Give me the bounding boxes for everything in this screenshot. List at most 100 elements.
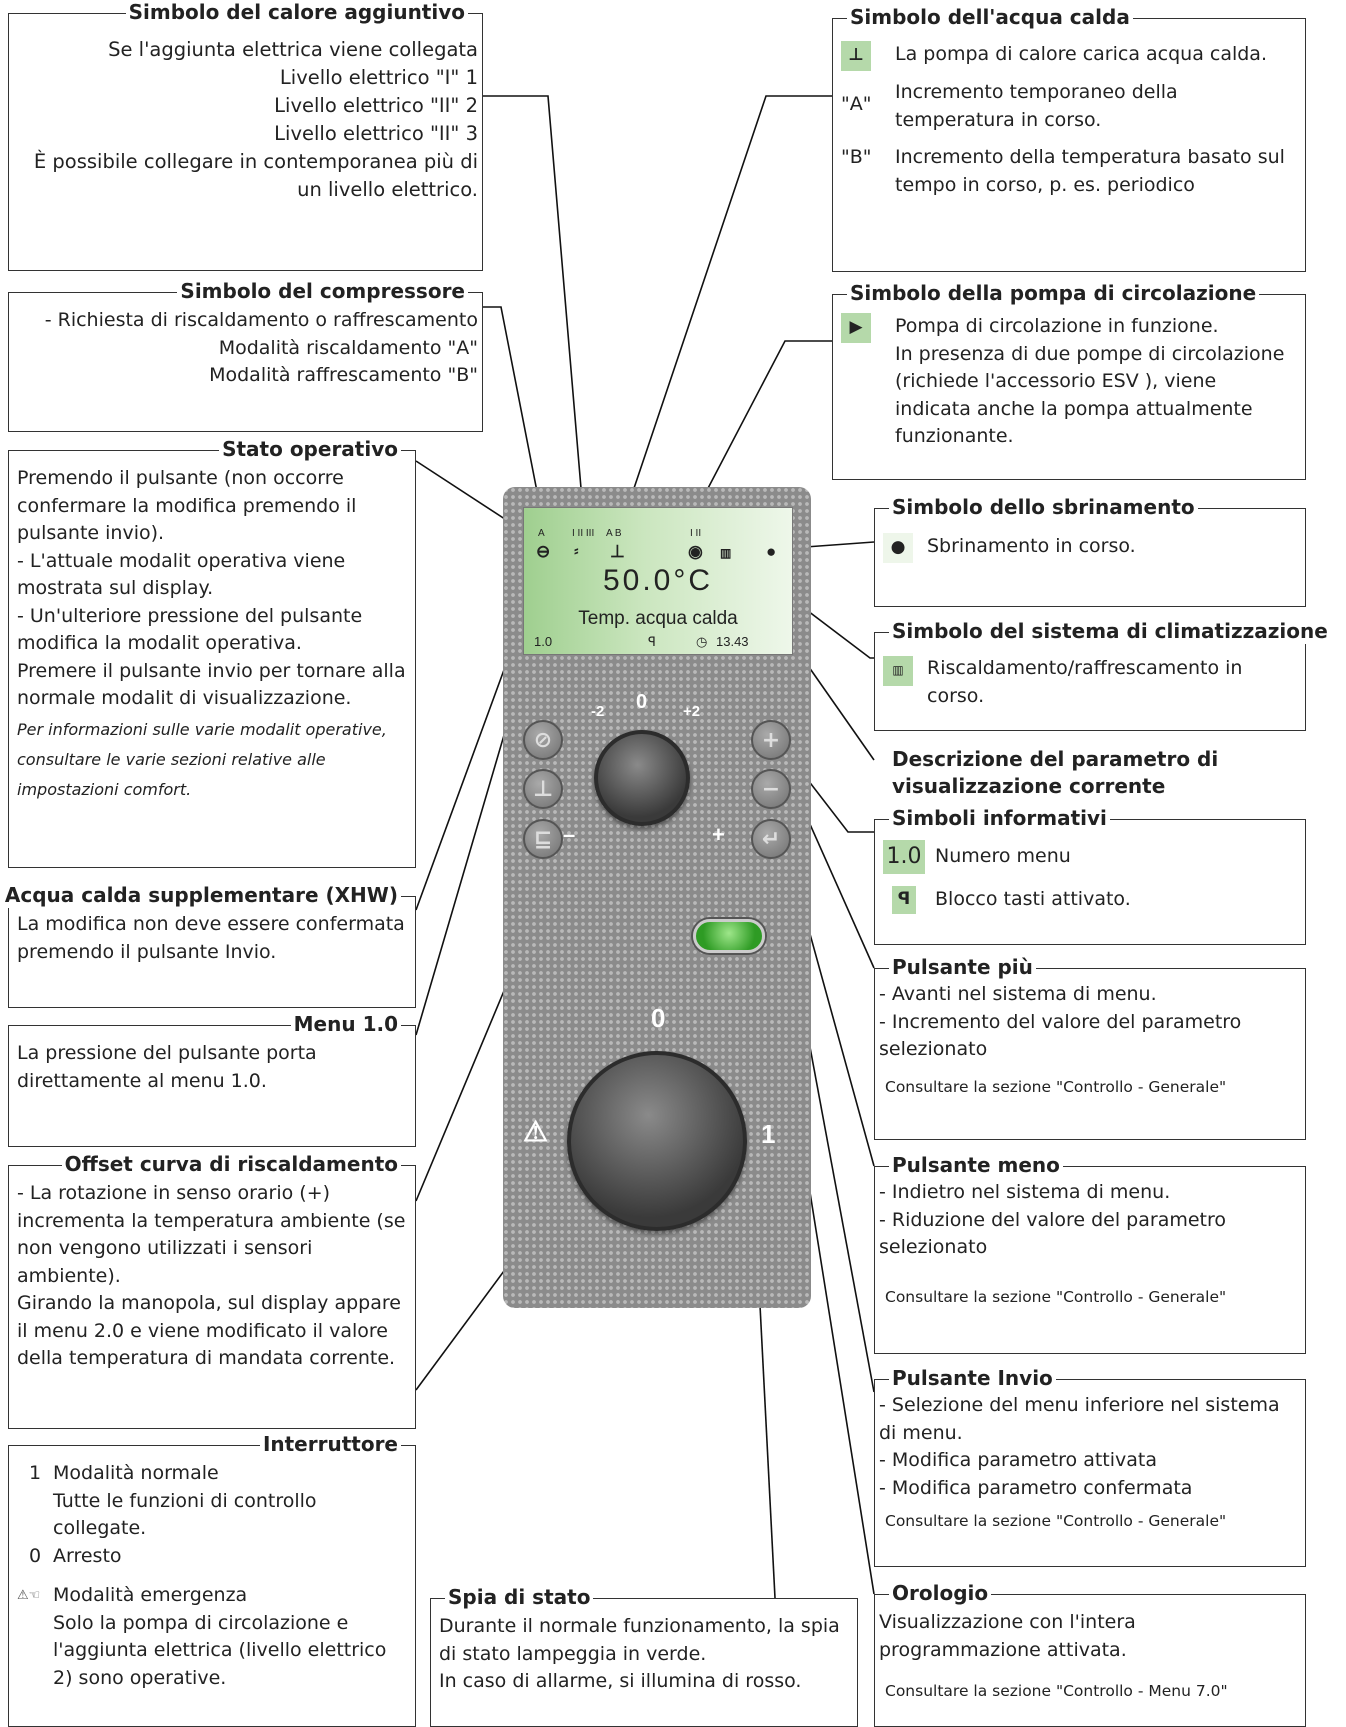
title-plus: Pulsante più (889, 954, 1036, 980)
switch-row: ⚠☜ Modalità emergenza Solo la pompa di ci… (17, 1582, 407, 1692)
extra-heat-lines: Se l'aggiunta elettrica viene collegata … (9, 14, 482, 204)
status-lamp-text: Durante il normale funzionamento, la spi… (439, 1615, 840, 1692)
minus-text: - Indietro nel sistema di menu. - Riduzi… (879, 1181, 1227, 1258)
clock-icon: ◷ (696, 634, 708, 649)
op-state-note: Per informazioni sulle varie modalit ope… (17, 719, 387, 799)
clock-text: Visualizzazione con l'intera programmazi… (879, 1611, 1136, 1661)
title-menu10: Menu 1.0 (290, 1011, 401, 1037)
dial-label-plus2: +2 (683, 703, 701, 720)
main-switch-knob[interactable] (567, 1051, 747, 1231)
drop-icon: ● (766, 542, 777, 561)
switch-value: Modalità normale Tutte le funzioni di co… (53, 1462, 317, 1539)
lcd-time: 13.43 (716, 634, 749, 649)
title-compressor: Simbolo del compressore (177, 278, 468, 304)
extra-hot-water-button[interactable]: ⊥ (523, 769, 563, 809)
title-op-state: Stato operativo (219, 436, 401, 462)
switch-value: Arresto (53, 1544, 122, 1567)
info-menu-label: Numero menu (935, 845, 1071, 868)
tap-icon: ⊥ (841, 41, 871, 71)
box-enter: Pulsante Invio - Selezione del menu infe… (874, 1365, 1306, 1567)
box-climate: Simbolo del sistema di climatizzazione ▥… (874, 618, 1331, 731)
curve-offset-text: - La rotazione in senso orario (+) incre… (17, 1182, 406, 1369)
line: Livello elettrico "II" 2 (274, 94, 478, 117)
box-compressor: Simbolo del compressore - Richiesta di r… (8, 278, 483, 432)
lcd-menu-number: 1.0 (534, 634, 553, 649)
lcd-label-levels: I II III (572, 528, 595, 539)
plus-button[interactable]: + (751, 720, 791, 760)
enter-note: Consultare la sezione "Controllo - Gener… (885, 1512, 1227, 1530)
switch-row: 1 Modalità normale Tutte le funzioni di c… (17, 1460, 407, 1543)
clock-note: Consultare la sezione "Controllo - Menu … (885, 1682, 1228, 1700)
title-minus: Pulsante meno (889, 1152, 1063, 1178)
control-panel: A I II III A B I II ⊖ ⸗ ⊥ ◉ ▥ ● 50.0°C T… (503, 487, 811, 1308)
hot-water-row: "A"Incremento temporaneo della temperatu… (841, 79, 1297, 134)
lcd-label-ab: A B (606, 528, 622, 539)
plus-note: Consultare la sezione "Controllo - Gener… (885, 1077, 1227, 1096)
key-lock-icon: ꟼ (892, 886, 916, 914)
menu-1-0-button[interactable]: ⊑ (523, 819, 563, 859)
line: Se l'aggiunta elettrica viene collegata (108, 38, 478, 61)
title-extra-heat: Simbolo del calore aggiuntivo (125, 0, 468, 25)
radiator-icon: ▥ (883, 655, 913, 686)
title-defrost: Simbolo dello sbrinamento (889, 494, 1198, 520)
switch-label-zero: 0 (651, 1003, 666, 1033)
lcd-temperature: 50.0°C (602, 564, 714, 597)
circ-pump-text: Pompa di circolazione in funzione. In pr… (895, 315, 1285, 447)
tap-icon: ⊥ (610, 542, 625, 561)
plus-text: - Avanti nel sistema di menu. - Incremen… (879, 983, 1242, 1060)
emergency-icon: ⚠☜ (17, 1588, 41, 1603)
title-hot-water: Simbolo dell'acqua calda (847, 4, 1133, 30)
switch-value: Modalità emergenza Solo la pompa di circ… (53, 1584, 387, 1689)
hot-water-rows: ⊥La pompa di calore carica acqua calda. … (833, 19, 1305, 199)
dial-label-plus: + (712, 822, 725, 847)
dial-label-zero: 0 (636, 691, 648, 713)
heating-curve-knob[interactable] (594, 730, 690, 826)
climate-key: ▥ (883, 655, 927, 686)
title-curve-offset: Offset curva di riscaldamento (61, 1151, 401, 1177)
box-minus: Pulsante meno - Indietro nel sistema di … (874, 1152, 1306, 1354)
title-climate: Simbolo del sistema di climatizzazione (889, 618, 1331, 644)
menu10-text: La pressione del pulsante porta direttam… (17, 1042, 317, 1092)
compressor-icon: ⊖ (536, 542, 551, 561)
switch-key: 1 (29, 1462, 42, 1484)
climate-body: ▥ Riscaldamento/raffrescamento in corso. (875, 633, 1305, 710)
circ-pump-body: ▶ Pompa di circolazione in funzione. In … (833, 295, 1305, 451)
drop-icon: ● (883, 533, 913, 563)
info-body: 1.0 Numero menu ꟼ Blocco tasti attivato. (875, 820, 1305, 914)
lcd-label-pump: I II (690, 528, 702, 539)
hot-water-value: Incremento della temperatura basato sul … (895, 146, 1285, 196)
op-state-text: Premendo il pulsante (non occorre confer… (17, 467, 406, 709)
minus-note: Consultare la sezione "Controllo - Gener… (885, 1287, 1227, 1306)
leader-pump (693, 340, 832, 516)
electric-heat-icon: ⸗ (574, 542, 579, 558)
hot-water-row: ⊥ La pompa di calore carica acqua calda. (841, 41, 1297, 71)
dial-label-minus: – (563, 822, 576, 847)
leader-hot-water (625, 95, 832, 513)
enter-button[interactable]: ↵ (751, 819, 791, 859)
hot-water-value: Incremento temporaneo della temperatura … (895, 81, 1178, 131)
line: Livello elettrico "I" 1 (279, 66, 478, 89)
info-row: ꟼ Blocco tasti attivato. (883, 886, 1297, 914)
lcd-label-a: A (538, 528, 545, 539)
title-param-desc: Descrizione del parametro di visualizzaz… (892, 747, 1219, 798)
hot-water-value: La pompa di calore carica acqua calda. (895, 43, 1267, 65)
box-menu10: Menu 1.0 La pressione del pulsante porta… (8, 1011, 416, 1147)
box-extra-heat: Simbolo del calore aggiuntivo Se l'aggiu… (8, 0, 483, 271)
operating-mode-button[interactable]: ⊘ (523, 720, 563, 760)
line: un livello elettrico. (297, 178, 478, 201)
box-circ-pump: Simbolo della pompa di circolazione ▶ Po… (832, 280, 1306, 480)
title-status-lamp: Spia di stato (445, 1584, 594, 1610)
pump-key: ▶ (841, 313, 895, 343)
defrost-key: ● (883, 533, 927, 563)
switch-label-one: 1 (761, 1119, 776, 1149)
box-curve-offset: Offset curva di riscaldamento - La rotaz… (8, 1151, 416, 1429)
line: Livello elettrico "II" 3 (274, 122, 478, 145)
minus-button[interactable]: − (751, 769, 791, 809)
line: Modalità riscaldamento "A" (218, 336, 478, 359)
hot-water-key: "B" (841, 146, 872, 168)
pump-icon: ▶ (841, 313, 871, 343)
xhw-text: La modifica non deve essere confermata p… (17, 913, 405, 963)
title-xhw: Acqua calda supplementare (XHW) (1, 882, 401, 908)
